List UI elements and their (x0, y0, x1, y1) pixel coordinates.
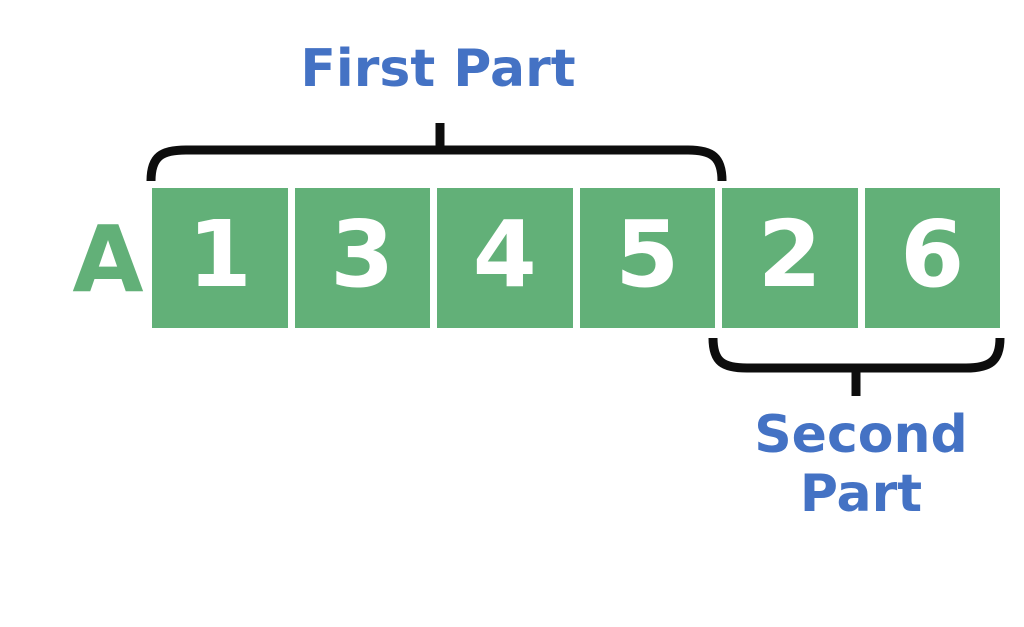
array-cell-value: 5 (615, 201, 680, 308)
second-part-label: Second Part (754, 405, 968, 524)
array-cell-value: 4 (472, 201, 537, 308)
array-cell: 2 (722, 188, 858, 328)
array-cell-value: 3 (330, 201, 395, 308)
array-cell: 4 (437, 188, 573, 328)
array-cell: 5 (579, 188, 715, 328)
array-cell-value: 1 (187, 201, 252, 308)
array-cell: 1 (152, 188, 288, 328)
first-part-brace (146, 123, 727, 182)
array-name-label: A (72, 206, 144, 313)
first-part-label: First Part (300, 39, 576, 99)
array-cell: 3 (294, 188, 430, 328)
array-cell-value: 2 (757, 201, 822, 308)
array-cell-value: 6 (900, 201, 965, 308)
second-part-brace (708, 337, 1005, 396)
array-cell: 6 (864, 188, 1000, 328)
